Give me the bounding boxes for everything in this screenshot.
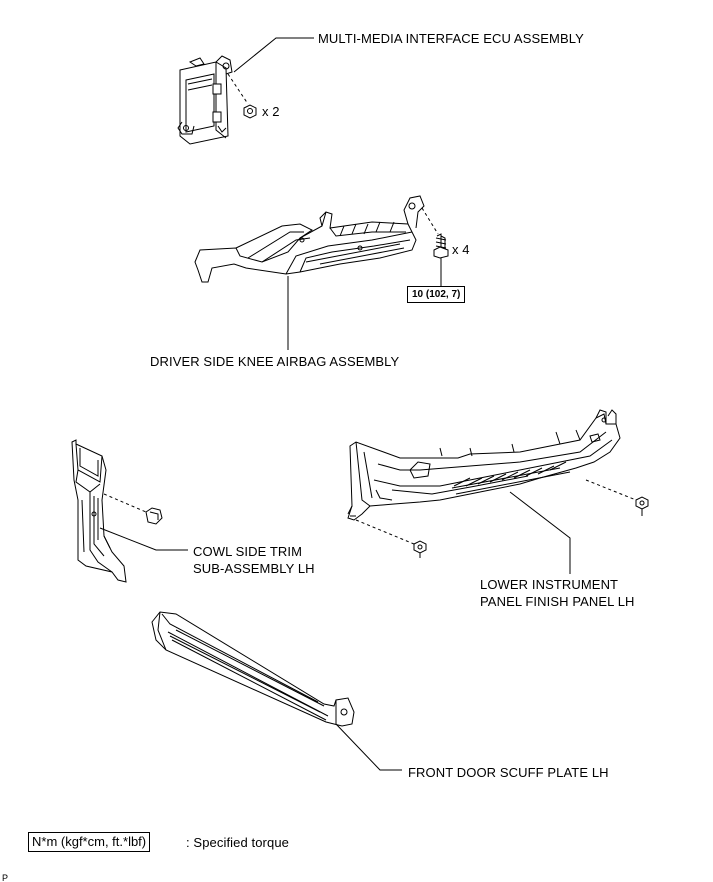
scuff-plate-label: FRONT DOOR SCUFF PLATE LH <box>408 765 609 780</box>
lower-panel-dash-left <box>355 519 415 545</box>
ecu-nut-dash <box>227 73 249 105</box>
cowl-leader-line <box>99 527 188 551</box>
knee-airbag-drawing <box>194 195 425 283</box>
cowl-side-trim-label: COWL SIDE TRIM SUB-ASSEMBLY LH <box>193 543 315 577</box>
lower-panel-screw-right <box>635 496 649 516</box>
lower-panel-leader-line <box>509 491 571 574</box>
torque-value: 10 (102, 7) <box>412 289 461 300</box>
legend-description: : Specified torque <box>186 835 289 850</box>
cowl-side-trim-drawing <box>71 439 127 583</box>
airbag-bolt-dash <box>421 207 439 235</box>
legend-unit-box: N*m (kgf*cm, ft.*lbf) <box>28 832 151 852</box>
torque-spec-box: 10 (102, 7) <box>407 286 466 303</box>
lower-panel-dash-right <box>585 479 637 501</box>
lower-panel-label-line-1: LOWER INSTRUMENT <box>480 577 619 592</box>
ecu-assembly-drawing <box>177 55 233 145</box>
scuff-leader-line <box>335 723 402 771</box>
ecu-quantity: x 2 <box>262 104 280 119</box>
legend-unit: N*m (kgf*cm, ft.*lbf) <box>32 834 147 849</box>
airbag-bolt-drawing <box>433 233 449 259</box>
cowl-clip-dash <box>103 493 147 513</box>
corner-mark: P <box>2 873 9 882</box>
ecu-nut-drawing <box>243 104 257 119</box>
lower-panel-label-line-2: PANEL FINISH PANEL LH <box>480 594 635 609</box>
lower-panel-label: LOWER INSTRUMENT PANEL FINISH PANEL LH <box>480 576 635 610</box>
lower-panel-drawing <box>347 409 621 521</box>
ecu-leader-line <box>233 37 314 73</box>
ecu-label: MULTI-MEDIA INTERFACE ECU ASSEMBLY <box>318 31 584 46</box>
cowl-clip-drawing <box>145 507 163 525</box>
airbag-bolt-quantity: x 4 <box>452 242 470 257</box>
cowl-label-line-1: COWL SIDE TRIM <box>193 544 303 559</box>
lower-panel-screw-left <box>413 540 427 558</box>
knee-airbag-label: DRIVER SIDE KNEE AIRBAG ASSEMBLY <box>150 354 400 369</box>
cowl-label-line-2: SUB-ASSEMBLY LH <box>193 561 315 576</box>
scuff-plate-drawing <box>151 611 355 727</box>
